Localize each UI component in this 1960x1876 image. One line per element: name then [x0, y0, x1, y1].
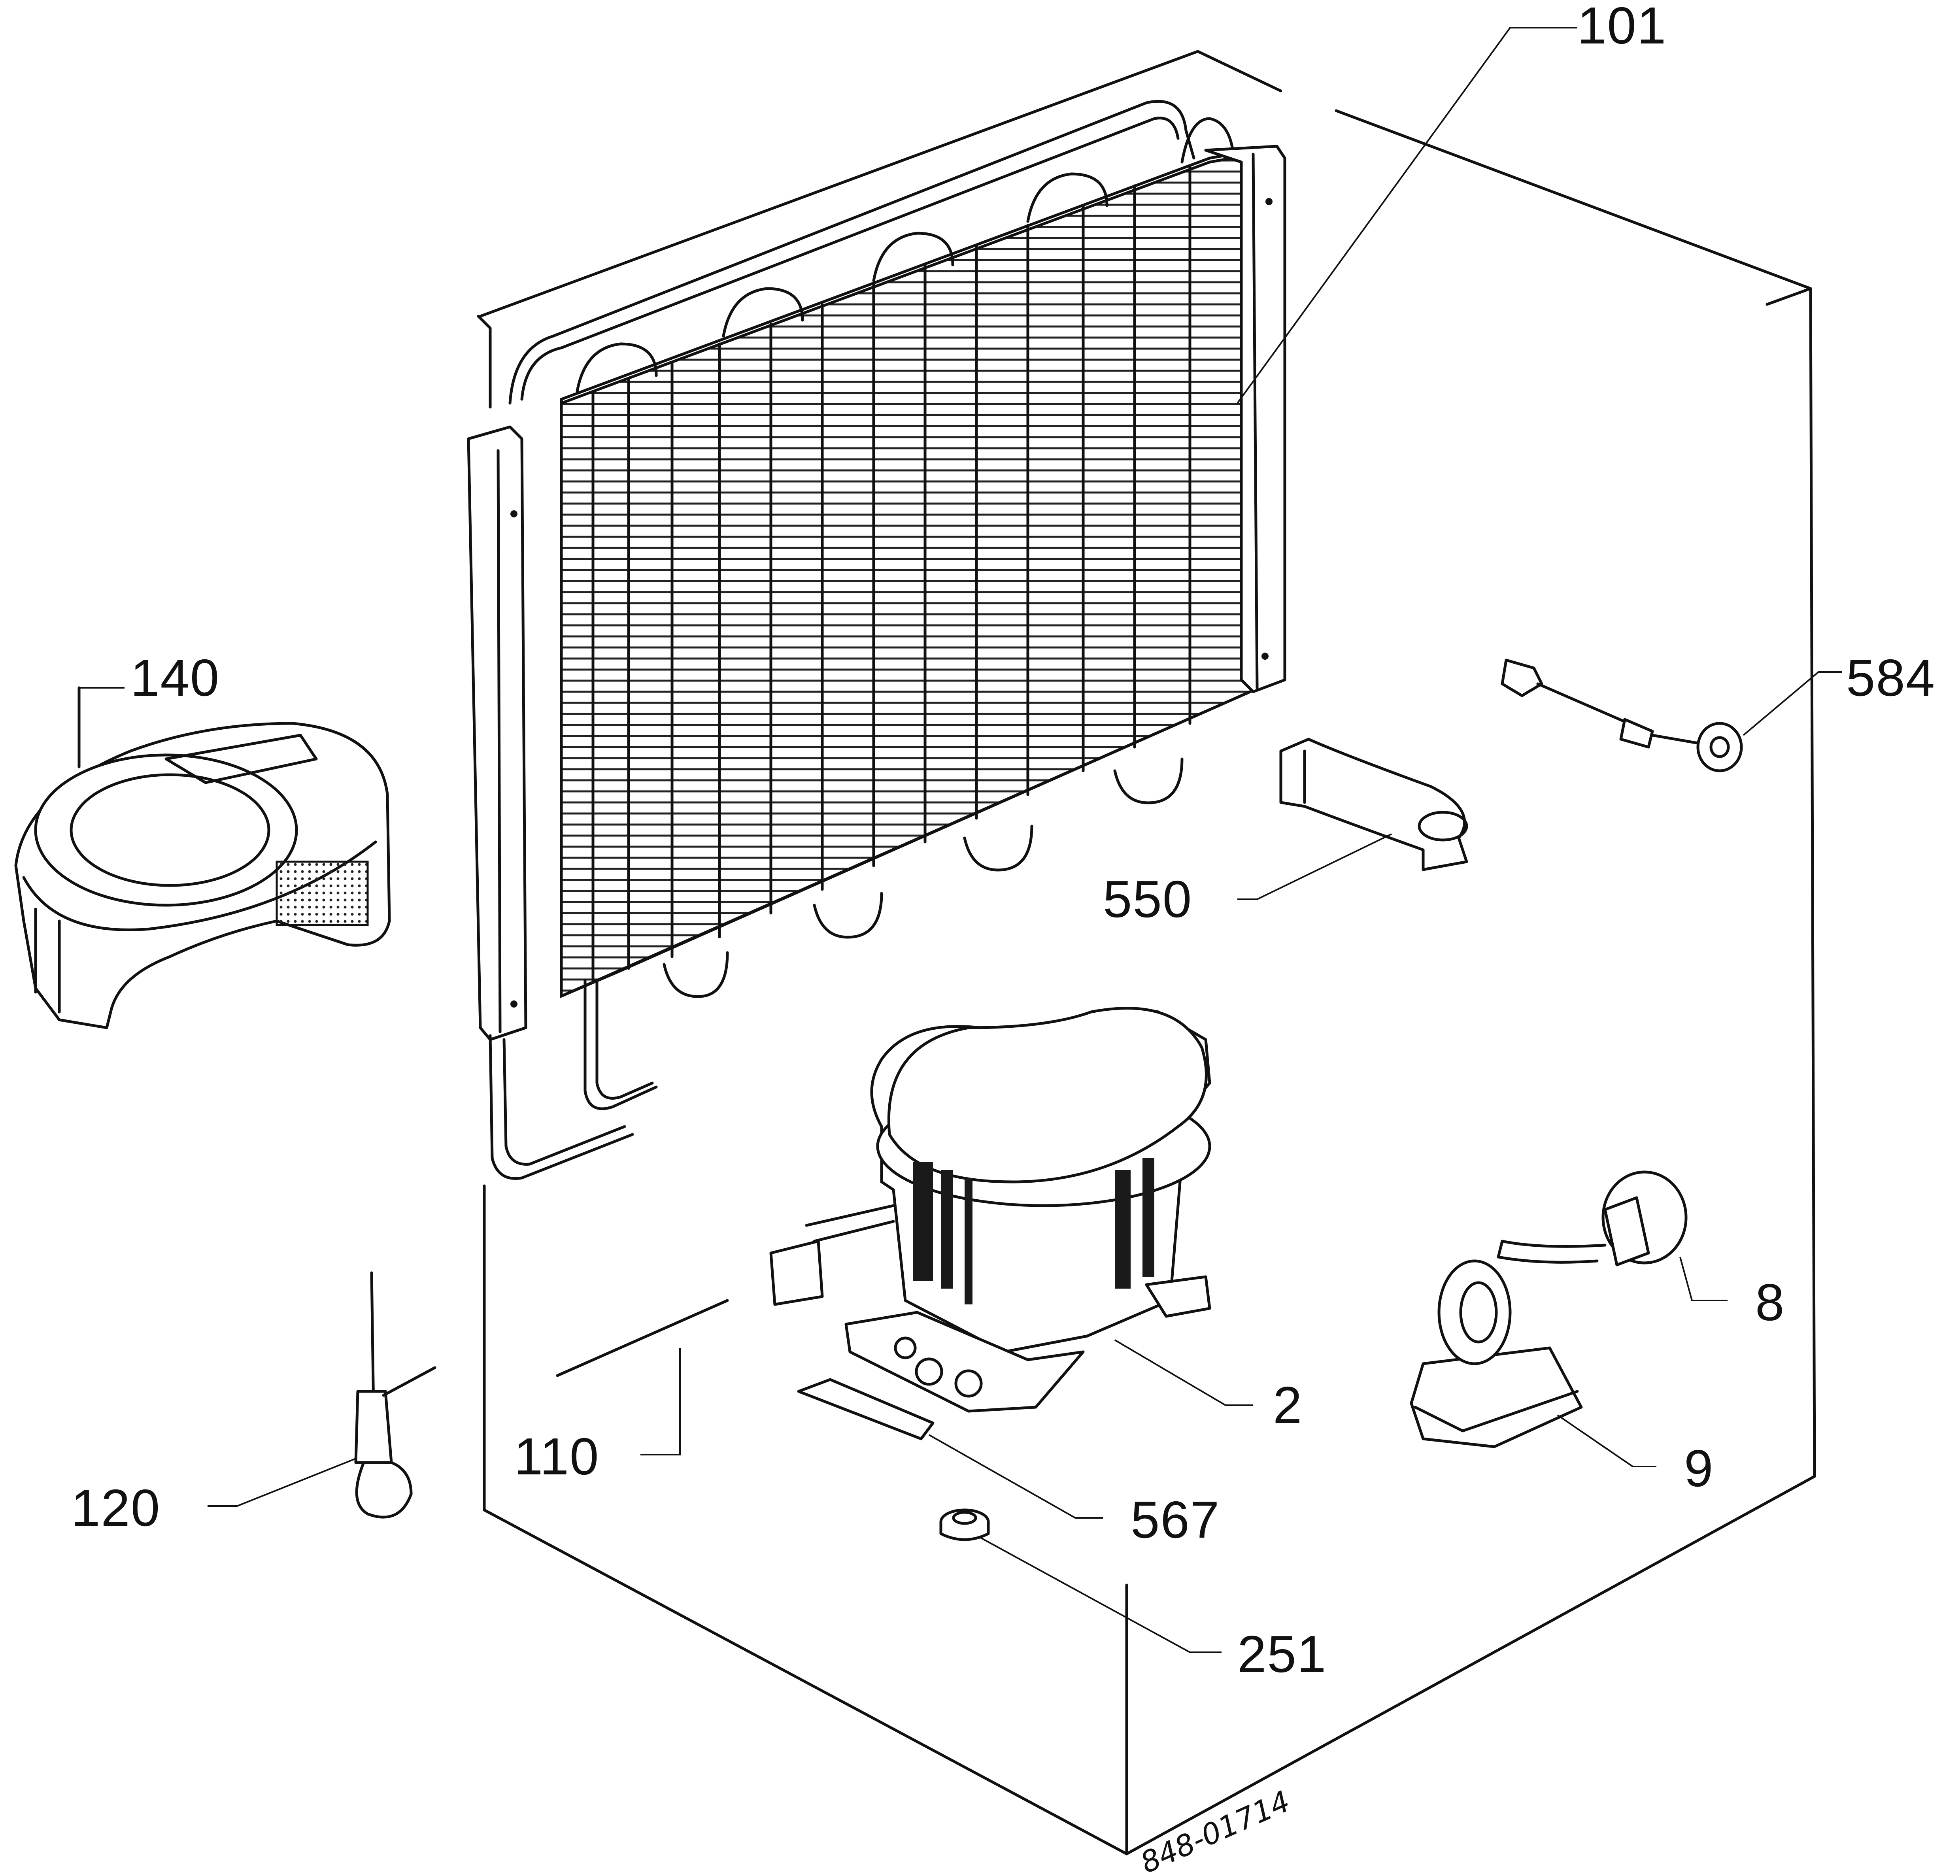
- compressor: [769, 1007, 1211, 1413]
- cabinet-outline: [477, 50, 1816, 1855]
- label-110: 110: [514, 1427, 599, 1485]
- label-2: 2: [1273, 1376, 1303, 1434]
- rubber-grommet: [939, 1508, 990, 1541]
- label-584: 584: [1846, 649, 1935, 707]
- capillary-tube: [556, 1299, 729, 1377]
- label-567: 567: [1131, 1491, 1220, 1549]
- start-relay: [1497, 1170, 1688, 1266]
- condenser-coil: [467, 100, 1286, 1180]
- overload-protector: [1410, 1259, 1583, 1448]
- label-101: 101: [1577, 0, 1667, 55]
- label-120: 120: [71, 1479, 161, 1537]
- label-8: 8: [1755, 1273, 1785, 1331]
- mounting-strip: [797, 1378, 935, 1440]
- document-code: 848-01714: [1135, 1784, 1295, 1876]
- leader-lines: [79, 27, 1842, 1653]
- label-9: 9: [1684, 1439, 1714, 1497]
- filter-drier: [354, 1271, 436, 1519]
- label-140: 140: [130, 649, 220, 707]
- pipe-clip: [1279, 738, 1468, 871]
- label-550: 550: [1103, 870, 1192, 928]
- label-251: 251: [1237, 1625, 1327, 1683]
- drip-tray: [14, 686, 391, 1029]
- thermostat-probe: [1501, 659, 1743, 772]
